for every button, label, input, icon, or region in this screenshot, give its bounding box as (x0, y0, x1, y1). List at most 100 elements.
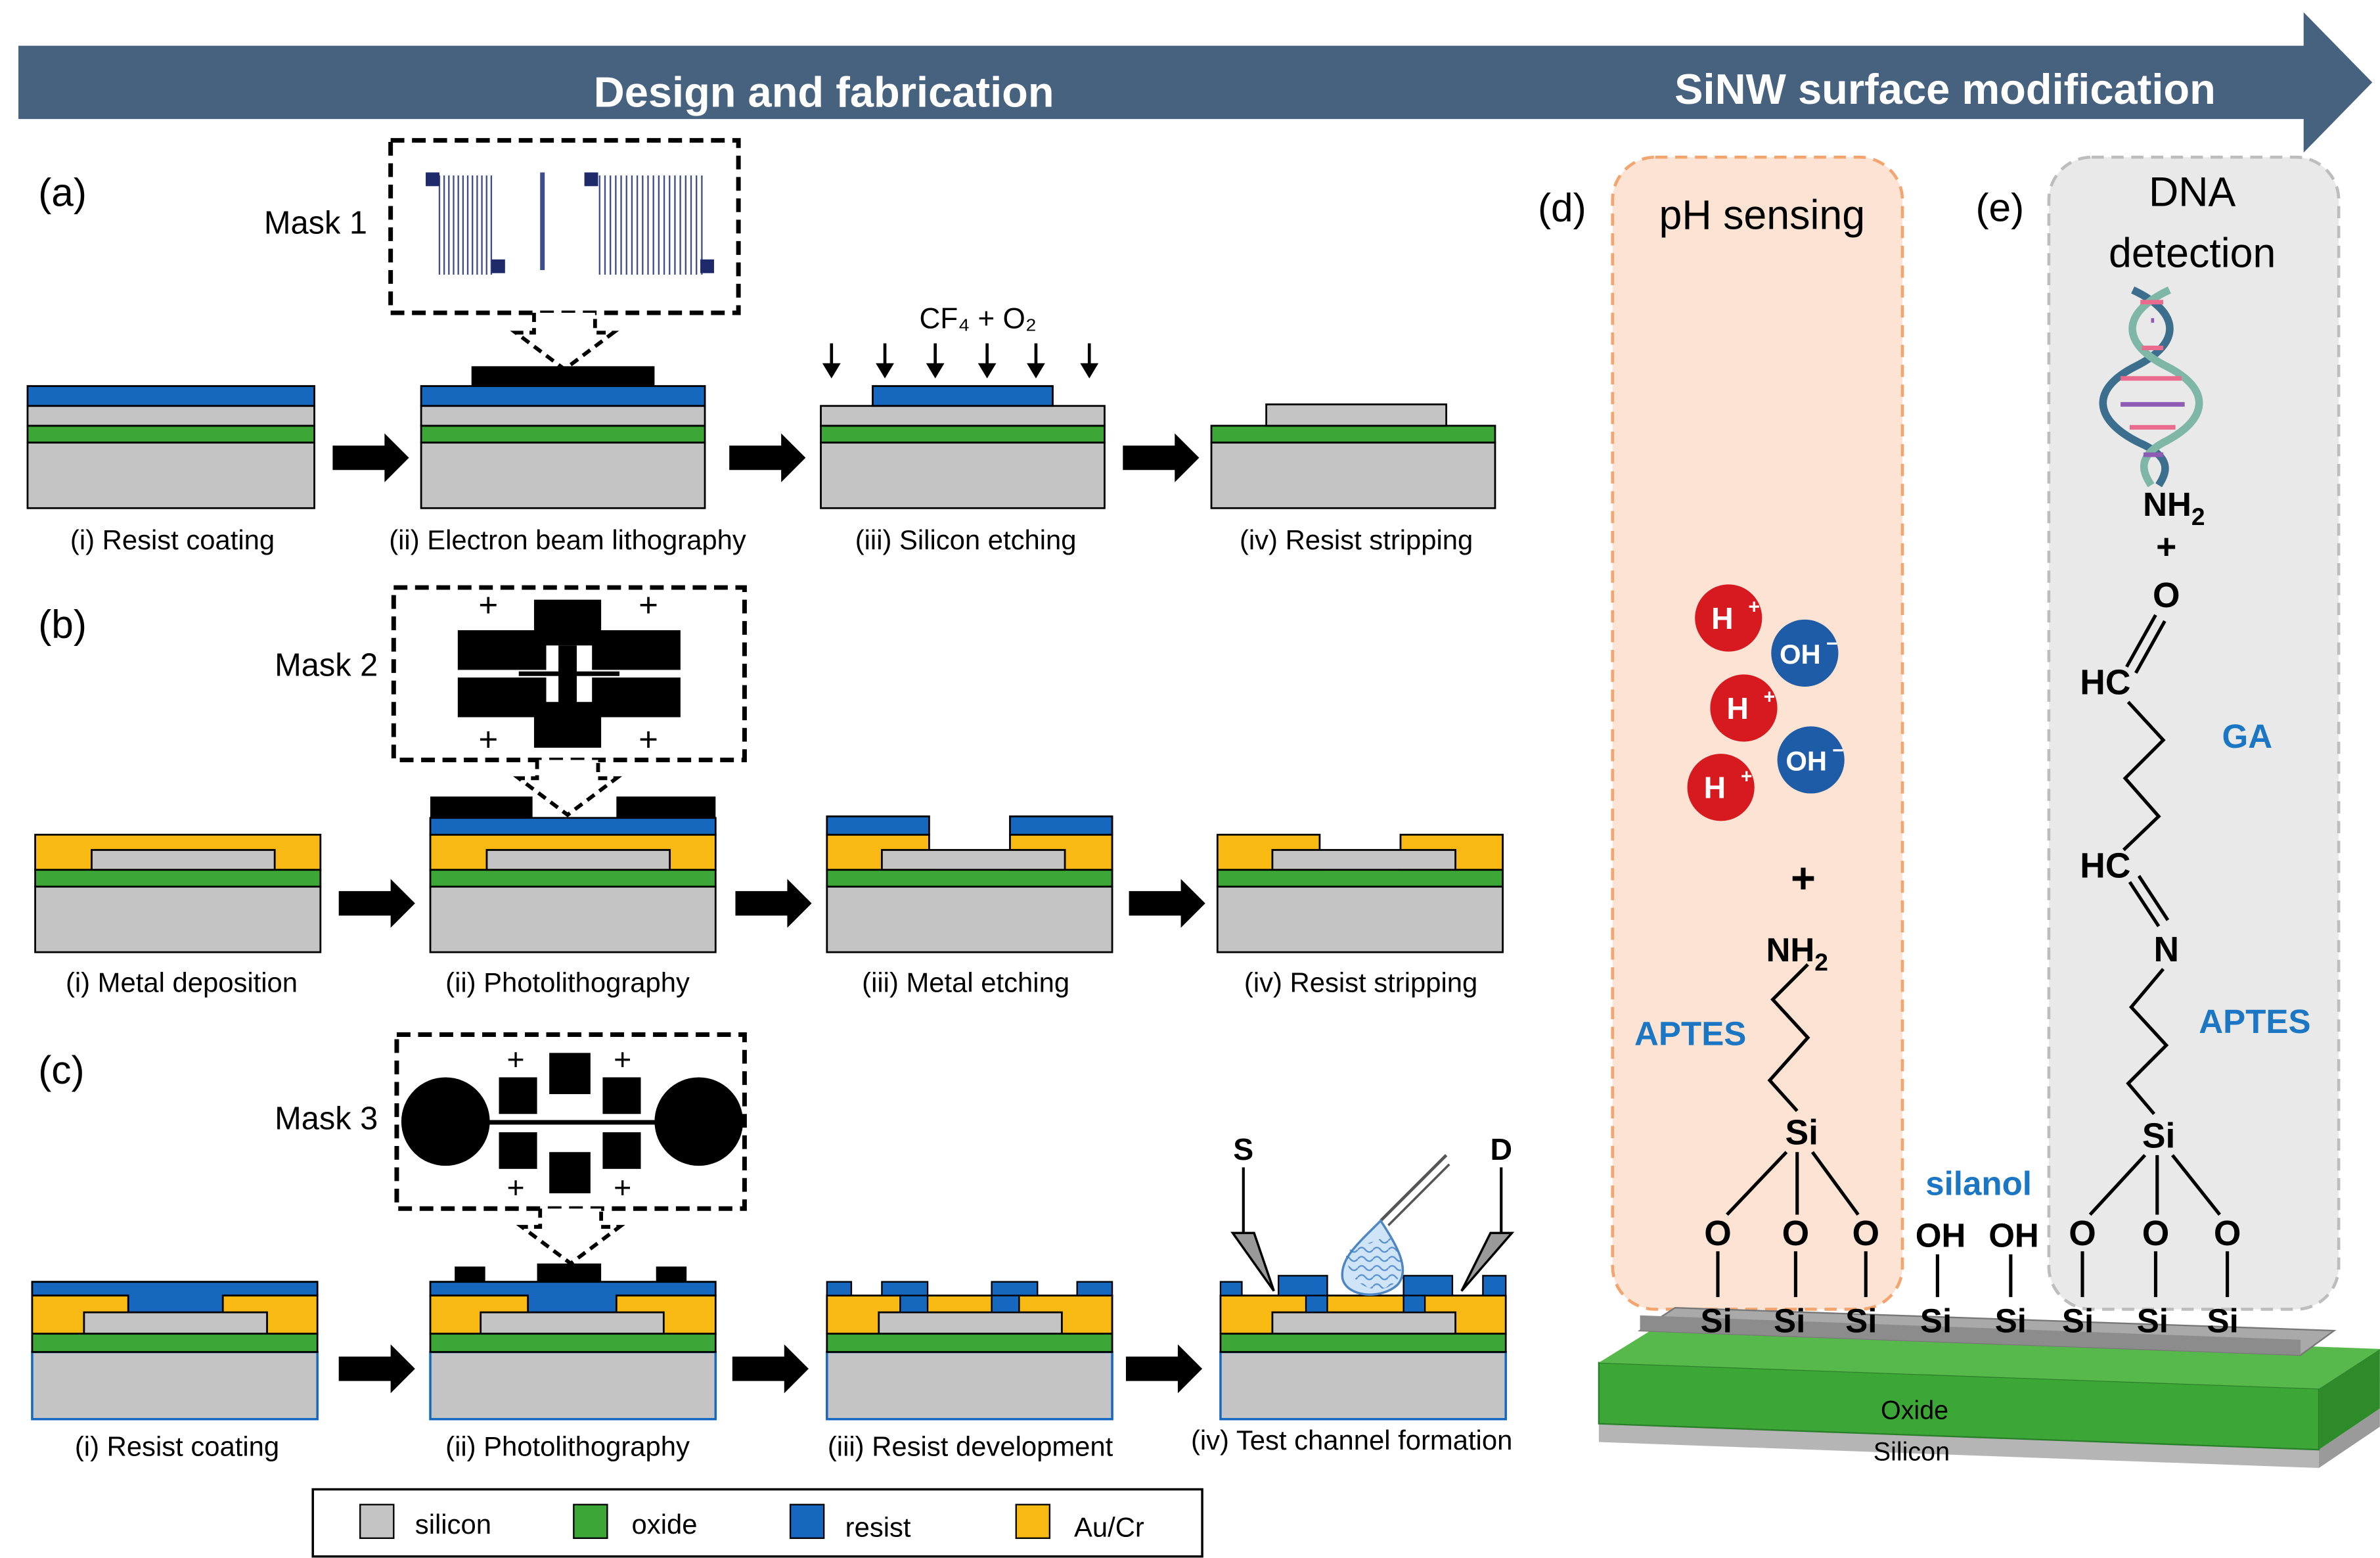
svg-text:O: O (2142, 1214, 2170, 1253)
oh-ion: OH − (1777, 726, 1845, 794)
svg-text:H: H (1726, 691, 1749, 725)
svg-text:+: + (639, 721, 658, 758)
silanol-label: silanol (1925, 1164, 2032, 1202)
row-b-step-1-stack (34, 833, 322, 953)
svg-text:O: O (2214, 1214, 2241, 1253)
c-step-4-caption: (iv) Test channel formation (1191, 1425, 1512, 1455)
dna-aptes-label: APTES (2199, 1003, 2310, 1040)
c-step-3-caption: (iii) Resist development (828, 1431, 1113, 1461)
mask-2-projection-arrow (513, 760, 623, 817)
legend-swatch-resist (789, 1503, 825, 1539)
svg-text:NH2: NH2 (2143, 486, 2205, 530)
b-step-4-caption: (iv) Resist stripping (1244, 967, 1477, 997)
row-b-step-3-stack (826, 815, 1113, 953)
svg-text:Si: Si (2137, 1302, 2168, 1339)
process-step-arrows (332, 433, 1205, 1394)
header-design-label: Design and fabrication (594, 68, 1054, 116)
a-step-4-caption: (iv) Resist stripping (1240, 524, 1473, 555)
row-a-step-2-stack (420, 366, 706, 509)
panel-a-letter: (a) (38, 170, 87, 215)
ga-label: GA (2222, 718, 2272, 755)
dna-helix-icon (2099, 286, 2203, 488)
pipette (1380, 1154, 1448, 1222)
source-label: S (1233, 1132, 1253, 1166)
row-c-step-3-stack (826, 1281, 1113, 1421)
substrate-silicon-label: Silicon (1874, 1437, 1950, 1466)
dna-title-line-2: detection (2109, 230, 2276, 276)
mask-3-pattern: + + + + (394, 1032, 747, 1211)
oh-ion: OH − (1771, 619, 1839, 687)
svg-text:Si: Si (1845, 1302, 1877, 1339)
mask-3-label: Mask 3 (275, 1101, 378, 1136)
legend-label-metal: Au/Cr (1074, 1511, 1144, 1542)
svg-text:−: − (1826, 633, 1838, 654)
row-b-step-4-stack (1216, 833, 1504, 953)
svg-text:+: + (1791, 854, 1816, 902)
svg-text:Si: Si (1701, 1302, 1732, 1339)
substrate-oxide-label: Oxide (1881, 1396, 1948, 1425)
row-c-step-4-stack: S D (1219, 1132, 1515, 1421)
c-step-1-caption: (i) Resist coating (75, 1431, 279, 1461)
svg-text:OH: OH (1916, 1216, 1966, 1254)
silanol-groups: silanol OH OH (1916, 1164, 2039, 1297)
svg-text:+: + (1741, 766, 1753, 787)
svg-text:NH2: NH2 (1766, 931, 1828, 976)
panel-b-letter: (b) (38, 602, 87, 647)
ph-aptes-label: APTES (1634, 1015, 1746, 1053)
legend-swatch-oxide (573, 1503, 608, 1539)
dna-title-line-1: DNA (2149, 170, 2236, 216)
svg-text:Si: Si (2142, 1116, 2175, 1155)
svg-text:N: N (2153, 930, 2179, 969)
dna-detection-panel (2047, 155, 2341, 1311)
surface-si-atoms: Si Si Si Si Si Si Si Si (1701, 1302, 2239, 1339)
mask-2-pattern: + + + + (391, 585, 747, 762)
sinw-substrate: Oxide Silicon (1598, 1306, 2380, 1468)
svg-text:+: + (1764, 687, 1776, 708)
mask-2-label: Mask 2 (275, 648, 378, 683)
svg-text:+: + (1748, 597, 1760, 618)
mask-3-projection-arrow (516, 1208, 625, 1266)
row-a-step-3-stack: CF₄ + O₂ (820, 302, 1106, 509)
svg-text:O: O (1782, 1214, 1810, 1253)
b-step-3-caption: (iii) Metal etching (862, 967, 1069, 997)
svg-text:O: O (2153, 576, 2180, 615)
svg-text:H: H (1704, 771, 1726, 805)
h-ion: H + (1687, 754, 1755, 821)
svg-text:O: O (1704, 1214, 1732, 1253)
svg-text:HC: HC (2080, 664, 2130, 702)
c-step-2-caption: (ii) Photolithography (445, 1431, 690, 1461)
legend-label-resist: resist (845, 1511, 911, 1542)
row-b-step-2-stack (429, 796, 717, 953)
panel-d-letter: (d) (1538, 185, 1586, 230)
svg-text:+: + (614, 1170, 631, 1204)
svg-text:Si: Si (1785, 1114, 1818, 1153)
material-legend: silicon oxide resist Au/Cr (311, 1488, 1203, 1558)
legend-swatch-silicon (359, 1503, 395, 1539)
svg-text:+: + (507, 1042, 525, 1076)
svg-text:+: + (2156, 528, 2176, 566)
nanowire-lines (438, 175, 703, 275)
mask-1-projection-arrow (510, 313, 619, 372)
b-step-1-caption: (i) Metal deposition (66, 967, 298, 997)
row-c-step-2-stack (429, 1263, 717, 1421)
svg-text:Si: Si (2207, 1302, 2239, 1339)
svg-text:OH: OH (1780, 639, 1821, 670)
svg-text:+: + (639, 586, 658, 624)
header-surface-label: SiNW surface modification (1674, 65, 2216, 113)
drain-label: D (1490, 1132, 1512, 1166)
panel-c-letter: (c) (38, 1047, 84, 1092)
mask-1-pattern (388, 138, 741, 315)
dna-aptes-ga-molecule: O O O Si N HC HC O + NH2 GA A (2069, 486, 2311, 1297)
legend-label-oxide: oxide (632, 1509, 698, 1540)
etch-arrows (822, 343, 1099, 378)
ph-aptes-molecule: O O O Si NH2 APTES + (1634, 854, 1879, 1297)
svg-text:O: O (1852, 1214, 1879, 1253)
panel-e-letter: (e) (1975, 185, 2024, 230)
legend-swatch-metal (1015, 1503, 1051, 1539)
svg-text:+: + (507, 1170, 525, 1204)
svg-text:+: + (614, 1042, 631, 1076)
row-a-step-1-stack (26, 385, 315, 509)
a-step-3-caption: (iii) Silicon etching (855, 524, 1077, 555)
process-flow-arrow (18, 12, 2373, 153)
